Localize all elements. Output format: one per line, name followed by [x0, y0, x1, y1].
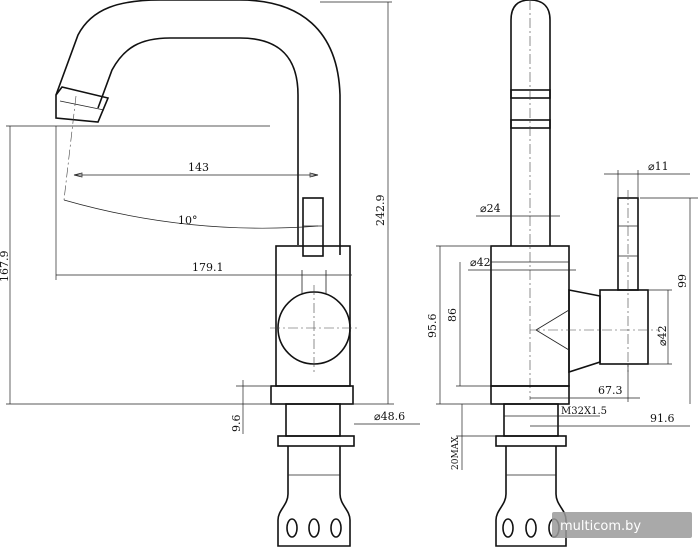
side-tube-band-lower — [510, 119, 551, 129]
spout-axis — [63, 95, 77, 201]
mount-shank — [285, 403, 341, 437]
dim-total-height: 242.9 — [374, 195, 387, 227]
side-spout-tube — [510, 0, 551, 246]
dim-handle-diameter: ⌀11 — [648, 160, 669, 173]
side-nut-hole-center — [525, 518, 537, 538]
dim-body-inner-height: 86 — [446, 308, 459, 322]
washer — [277, 435, 355, 447]
dim-swivel-angle: 10° — [178, 214, 198, 227]
side-view: ⌀11 ⌀24 ⌀42 95.6 86 99 ⌀42 67.3 M32X1.5 — [426, 0, 698, 547]
side-base-flange — [490, 385, 570, 405]
dim-body-height: 95.6 — [426, 314, 439, 339]
dim-base-to-handle: 91.6 — [650, 412, 675, 425]
nozzle-band — [59, 100, 105, 111]
front-view: 143 10° 179.1 167.9 242.9 9.6 ⌀48.6 — [0, 0, 420, 547]
watermark-text: multicom.by — [560, 519, 641, 534]
dim-handle-offset: 67.3 — [598, 384, 623, 397]
watermark-bg — [552, 512, 692, 538]
dim-arc-swivel-angle — [63, 199, 319, 229]
side-mount-nut — [495, 446, 567, 547]
dim-spout-height: 167.9 — [0, 251, 11, 283]
side-cartridge-housing — [568, 289, 601, 374]
side-tube-band-upper — [510, 89, 551, 99]
mount-nut — [277, 446, 351, 547]
nut-hole-left — [286, 518, 298, 538]
dim-cartridge-diameter: ⌀42 — [656, 325, 669, 346]
spout-outer-edge — [55, 0, 341, 255]
dim-flange-diameter: ⌀48.6 — [374, 410, 405, 423]
side-washer — [495, 435, 567, 447]
dim-handle-height: 99 — [676, 274, 689, 288]
watermark: multicom.by — [552, 512, 692, 538]
nut-hole-center — [308, 518, 320, 538]
nut-hole-right — [330, 518, 342, 538]
base-flange — [270, 385, 354, 405]
dim-thread: M32X1.5 — [561, 406, 607, 417]
dim-tube-diameter: ⌀24 — [480, 202, 501, 215]
side-handle-knob — [599, 289, 649, 365]
side-nut-hole-left — [502, 518, 514, 538]
dim-spout-reach: 143 — [188, 161, 209, 174]
side-housing-chamfer — [535, 309, 570, 351]
spout-nozzle — [55, 86, 110, 123]
faucet-body — [275, 245, 351, 387]
dim-flange-thickness: 9.6 — [230, 415, 243, 433]
cartridge-stem — [301, 270, 327, 294]
side-mount-shank — [503, 403, 559, 437]
dim-overall-reach: 179.1 — [192, 261, 224, 274]
dim-arrows-spout-reach — [73, 172, 319, 178]
spout-inner-edge — [97, 37, 299, 245]
dim-counter-thickness: 20MAX — [451, 436, 461, 470]
dim-body-diameter: ⌀42 — [470, 256, 491, 269]
